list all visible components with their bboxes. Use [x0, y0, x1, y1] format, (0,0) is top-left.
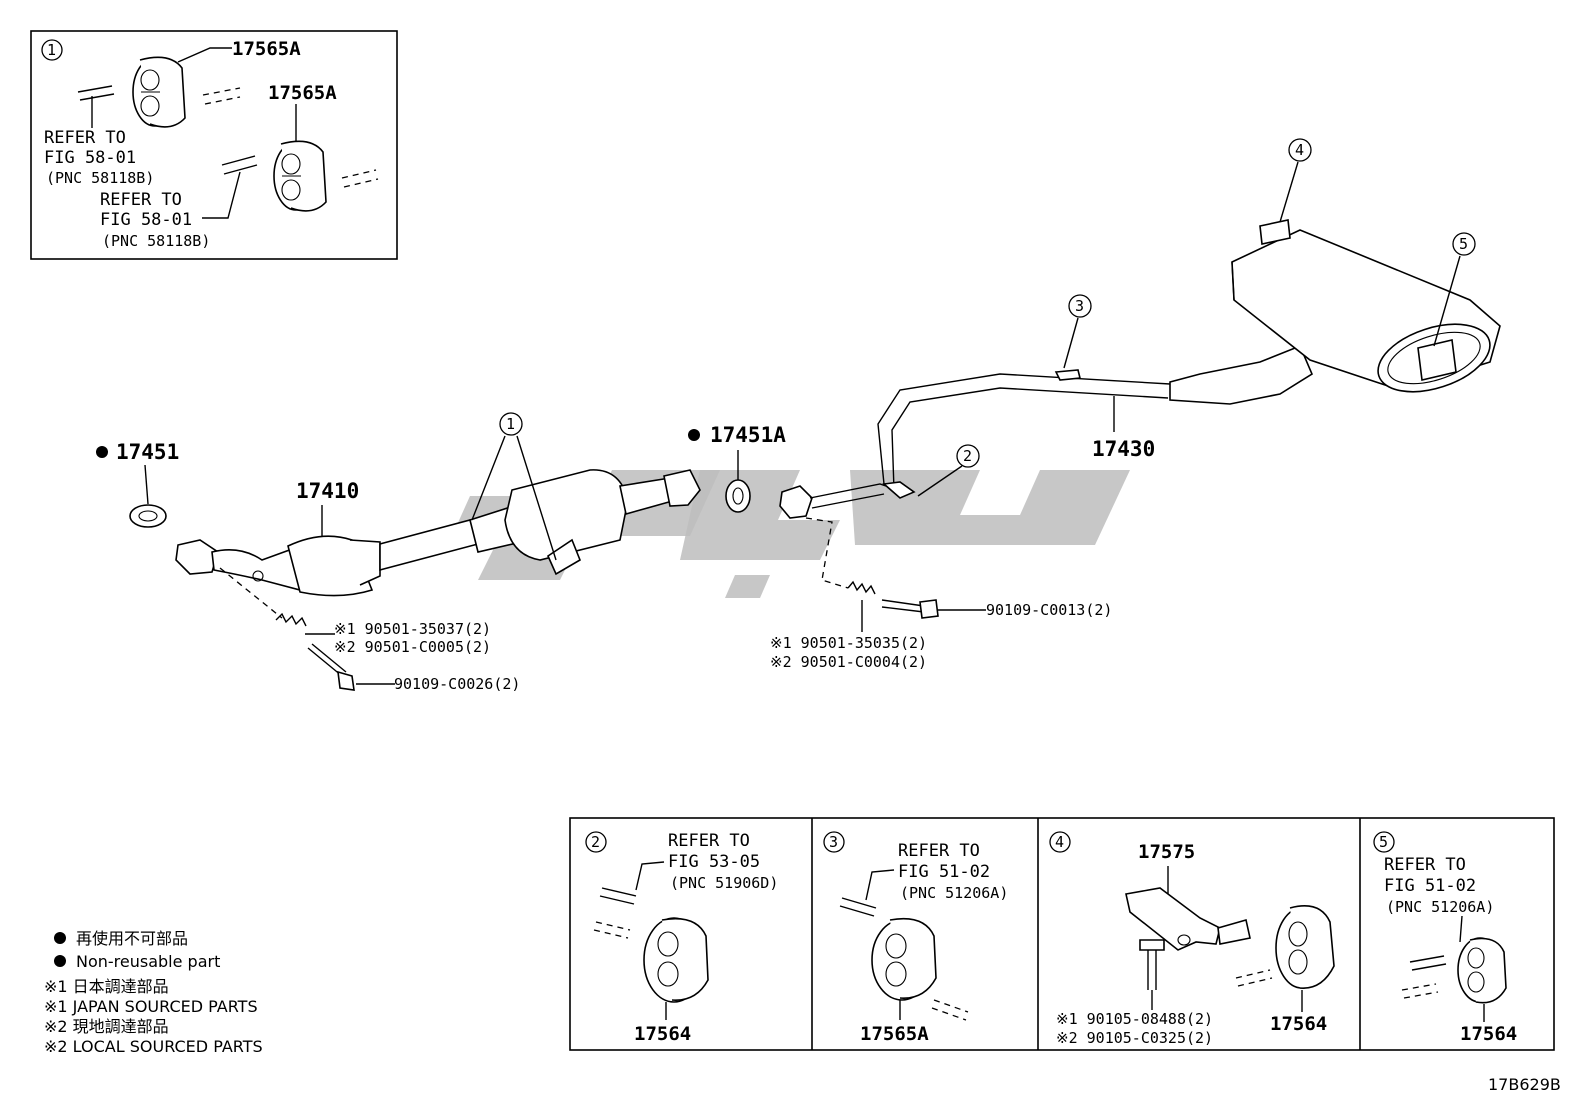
svg-text:5: 5: [1379, 833, 1388, 851]
exhaust-hanger-icon: [221, 140, 379, 212]
exhaust-hanger-icon: [77, 56, 241, 128]
svg-text:FIG 58-01: FIG 58-01: [44, 148, 136, 168]
svg-text:17575: 17575: [1138, 841, 1195, 863]
spring-icon: [847, 580, 876, 595]
svg-text:(PNC 58118B): (PNC 58118B): [102, 232, 210, 250]
svg-text:FIG 58-01: FIG 58-01: [100, 210, 192, 230]
svg-text:FIG 53-05: FIG 53-05: [668, 852, 760, 872]
part-17565A-top: 17565A: [232, 38, 301, 60]
bolt-icon: [307, 643, 347, 677]
figure-code: 17B629B: [1488, 1075, 1561, 1094]
detail-box-4: 4 17575 ※1 90105-08488(2) ※2 90105-C0325…: [1049, 831, 1335, 1047]
svg-text:REFER TO: REFER TO: [44, 128, 126, 148]
svg-text:REFER TO: REFER TO: [898, 841, 980, 861]
svg-text:再使用不可部品: 再使用不可部品: [76, 929, 188, 948]
detail-boxes-bottom: 2 REFER TO FIG 53-05 (PNC 51906D) 17564 …: [569, 817, 1555, 1051]
svg-text:3: 3: [1075, 297, 1084, 315]
spring-icon: [275, 612, 307, 627]
muffler: [1231, 219, 1501, 393]
svg-text:REFER TO: REFER TO: [100, 190, 182, 210]
svg-text:4: 4: [1295, 141, 1304, 159]
svg-text:2: 2: [963, 447, 972, 465]
svg-text:17451A: 17451A: [710, 423, 786, 447]
svg-text:90109-C0013(2): 90109-C0013(2): [986, 601, 1112, 619]
svg-text:(PNC 51206A): (PNC 51206A): [1386, 898, 1494, 916]
spring-bolt-group-1: ※1 90501-35037(2) ※2 90501-C0005(2) 9010…: [219, 567, 520, 693]
svg-text:17564: 17564: [1270, 1013, 1327, 1035]
svg-text:1: 1: [506, 415, 515, 433]
callout-4-main: 4: [1279, 138, 1312, 223]
front-pipe-17410: 17410: [175, 469, 701, 597]
svg-text:17564: 17564: [1460, 1023, 1517, 1045]
callout-1-label: 1: [47, 41, 56, 59]
bolt-icon: [881, 599, 925, 613]
svg-text:※2 90105-C0325(2): ※2 90105-C0325(2): [1056, 1029, 1213, 1047]
svg-text:(PNC 58118B): (PNC 58118B): [46, 169, 154, 187]
detail-box-2: 2 REFER TO FIG 53-05 (PNC 51906D) 17564: [585, 831, 778, 1045]
svg-text:17565A: 17565A: [860, 1023, 929, 1045]
exhaust-hanger-icon: [1457, 937, 1507, 1004]
svg-text:17564: 17564: [634, 1023, 691, 1045]
svg-text:3: 3: [829, 833, 838, 851]
svg-text:90109-C0026(2): 90109-C0026(2): [394, 675, 520, 693]
svg-text:4: 4: [1055, 833, 1064, 851]
exhaust-hanger-icon: [643, 917, 709, 1003]
svg-text:17430: 17430: [1092, 437, 1155, 461]
svg-text:FIG 51-02: FIG 51-02: [898, 862, 990, 882]
svg-text:FIG 51-02: FIG 51-02: [1384, 876, 1476, 896]
non-reusable-dot-icon: [54, 932, 66, 944]
detail-box-3: 3 REFER TO FIG 51-02 (PNC 51206A) 17565A: [823, 831, 1008, 1045]
gasket-17451A: 17451A: [688, 423, 786, 513]
svg-text:※2 90501-C0005(2): ※2 90501-C0005(2): [334, 638, 491, 656]
part-17565A-bottom: 17565A: [268, 82, 337, 104]
svg-text:※1 90501-35037(2): ※1 90501-35037(2): [334, 620, 491, 638]
bolt-icon: [1147, 948, 1157, 990]
callout-2-main: 2: [917, 444, 980, 497]
non-reusable-dot-icon: [688, 429, 700, 441]
legend: 再使用不可部品 Non-reusable part ※1 日本調達部品 ※1 J…: [44, 929, 263, 1056]
svg-text:17410: 17410: [296, 479, 359, 503]
svg-text:※1 JAPAN SOURCED PARTS: ※1 JAPAN SOURCED PARTS: [44, 997, 258, 1016]
svg-text:※2 90501-C0004(2): ※2 90501-C0004(2): [770, 653, 927, 671]
svg-text:※2 現地調達部品: ※2 現地調達部品: [44, 1017, 169, 1036]
svg-text:※1 日本調達部品: ※1 日本調達部品: [44, 977, 169, 996]
svg-text:(PNC 51206A): (PNC 51206A): [900, 884, 1008, 902]
detail-box-1: 1 17565A 17565A REFER TO FIG 58-01: [30, 30, 398, 260]
gasket-17451: 17451: [96, 440, 179, 528]
svg-text:5: 5: [1459, 235, 1468, 253]
non-reusable-dot-icon: [54, 955, 66, 967]
tail-pipe-17430: 17430: [779, 344, 1314, 519]
exhaust-hanger-icon: [871, 917, 937, 1001]
svg-text:Non-reusable part: Non-reusable part: [76, 952, 220, 971]
callout-3-main: 3: [1063, 294, 1092, 369]
svg-text:※2 LOCAL SOURCED PARTS: ※2 LOCAL SOURCED PARTS: [44, 1037, 263, 1056]
spring-bolt-group-2: 90109-C0013(2) ※1 90501-35035(2) ※2 9050…: [770, 517, 1112, 671]
non-reusable-dot-icon: [96, 446, 108, 458]
svg-text:REFER TO: REFER TO: [668, 831, 750, 851]
exhaust-hanger-icon: [1275, 905, 1335, 989]
callout-1-main: 1: [471, 412, 557, 561]
svg-text:REFER TO: REFER TO: [1384, 855, 1466, 875]
svg-text:※1 90105-08488(2): ※1 90105-08488(2): [1056, 1010, 1213, 1028]
svg-text:(PNC 51906D): (PNC 51906D): [670, 874, 778, 892]
svg-text:17451: 17451: [116, 440, 179, 464]
svg-text:2: 2: [591, 833, 600, 851]
svg-text:※1 90501-35035(2): ※1 90501-35035(2): [770, 634, 927, 652]
callout-5-main: 5: [1433, 232, 1476, 347]
detail-box-5: 5 REFER TO FIG 51-02 (PNC 51206A) 17564: [1373, 831, 1517, 1045]
